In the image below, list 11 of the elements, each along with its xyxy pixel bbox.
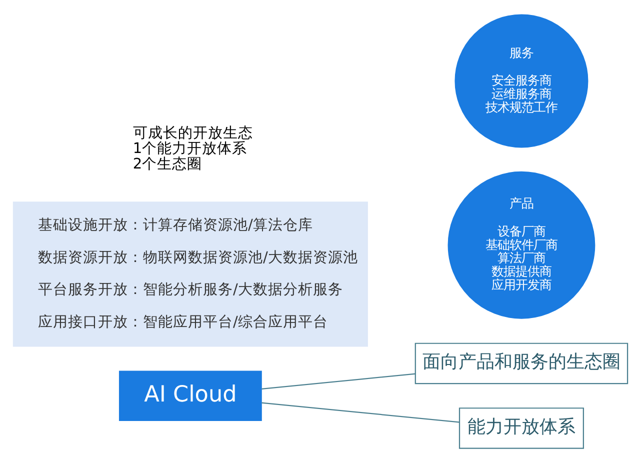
connector bbox=[261, 402, 459, 422]
label: 1个能力开放体系 bbox=[132, 140, 247, 156]
label: 可成长的开放生态 bbox=[132, 124, 252, 141]
node-box: 基础设施开放：计算存储资源池/算法仓库 数据资源开放：物联网数据资源池/大数据资源池 平台服务开放：智能分析服务/大数据分析服务 应用接口开放：智能应用平台/综合应用平台 bbox=[12, 201, 368, 346]
node-box: 面向产品和服务的生态圈 bbox=[414, 342, 628, 384]
label: 2个生态圈 bbox=[132, 156, 202, 172]
node-box: AI Cloud bbox=[118, 370, 262, 420]
connector bbox=[261, 372, 415, 389]
node-circle: 服务 安全服务商 运维服务商 技术规范工作 bbox=[454, 14, 588, 148]
node-box: 能力开放体系 bbox=[458, 407, 584, 448]
node-circle: 产品 设备厂商 基础软件厂商 算法厂商 数据提供商 应用开发商 bbox=[447, 170, 595, 318]
